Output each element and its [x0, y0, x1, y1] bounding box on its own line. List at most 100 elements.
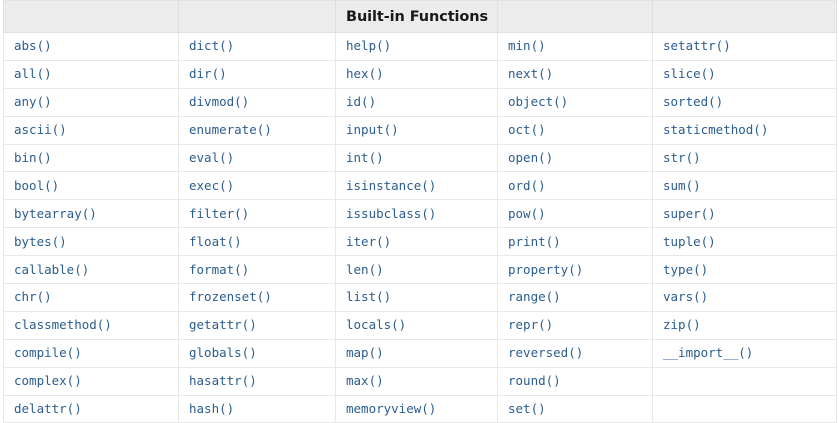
builtin-function-link[interactable]: set()	[508, 401, 546, 417]
builtin-function-link[interactable]: tuple()	[663, 233, 716, 249]
builtin-function-link[interactable]: object()	[508, 94, 569, 110]
builtin-function-link[interactable]: getattr()	[189, 317, 257, 333]
table-cell: globals()	[178, 338, 336, 368]
builtin-function-link[interactable]: filter()	[189, 205, 250, 221]
table-cell: round()	[497, 366, 653, 396]
builtin-function-link[interactable]: all()	[14, 66, 52, 82]
builtin-function-link[interactable]: chr()	[14, 289, 52, 305]
builtin-function-link[interactable]: eval()	[189, 150, 235, 165]
builtin-function-link[interactable]: hex()	[346, 66, 384, 82]
table-cell: enumerate()	[178, 115, 336, 145]
builtin-function-link[interactable]: ascii()	[14, 122, 67, 138]
table-row: classmethod() getattr() locals() repr() zip(…	[3, 310, 837, 340]
builtin-function-link[interactable]: input()	[346, 122, 399, 138]
table-row: abs() dict() help() min() setattr()	[3, 32, 837, 61]
builtin-function-link[interactable]: repr()	[508, 317, 554, 333]
builtin-function-link[interactable]: dir()	[189, 66, 227, 82]
builtin-function-link[interactable]: type()	[663, 261, 709, 277]
builtin-function-link[interactable]: staticmethod()	[663, 122, 769, 138]
table-cell: hasattr()	[178, 366, 336, 396]
builtin-function-link[interactable]: abs()	[14, 38, 52, 54]
table-cell: setattr()	[652, 32, 837, 61]
table-title: Built-in Functions	[335, 0, 498, 33]
table-cell: memoryview()	[335, 394, 498, 423]
builtin-function-link[interactable]: list()	[346, 289, 392, 305]
builtin-function-link[interactable]: any()	[14, 94, 52, 110]
builtin-function-link[interactable]: locals()	[346, 317, 407, 333]
table-cell: all()	[3, 59, 179, 89]
table-cell: bytearray()	[3, 199, 179, 229]
builtin-function-link[interactable]: iter()	[346, 233, 392, 249]
builtin-function-link[interactable]: reversed()	[508, 345, 584, 361]
table-cell: complex()	[3, 366, 179, 396]
builtin-function-link[interactable]: ord()	[508, 177, 546, 193]
builtin-function-link[interactable]: hash()	[189, 401, 235, 417]
builtin-function-link[interactable]: help()	[346, 38, 392, 54]
builtin-function-link[interactable]: __import__()	[663, 345, 754, 361]
builtin-function-link[interactable]: delattr()	[14, 401, 82, 417]
builtin-function-link[interactable]: id()	[346, 94, 377, 110]
builtin-function-link[interactable]: super()	[663, 205, 716, 221]
builtin-function-link[interactable]: callable()	[14, 261, 90, 277]
table-row: bool() exec() isinstance() ord() sum()	[3, 171, 837, 201]
table-cell: len()	[335, 255, 498, 285]
table-cell: divmod()	[178, 87, 336, 117]
table-cell: print()	[497, 227, 653, 257]
builtin-function-link[interactable]: max()	[346, 373, 384, 389]
builtin-function-link[interactable]: enumerate()	[189, 122, 272, 138]
builtin-function-link[interactable]: slice()	[663, 66, 716, 82]
table-cell: tuple()	[652, 227, 837, 257]
builtin-function-link[interactable]: hasattr()	[189, 373, 257, 389]
table-body: abs() dict() help() min() setattr() all() dir(…	[3, 32, 837, 423]
table-cell: iter()	[335, 227, 498, 257]
builtin-function-link[interactable]: isinstance()	[346, 177, 437, 193]
builtin-function-link[interactable]: round()	[508, 373, 561, 389]
builtin-function-link[interactable]: bytes()	[14, 233, 67, 249]
builtin-function-link[interactable]: oct()	[508, 122, 546, 138]
builtin-function-link[interactable]: vars()	[663, 289, 709, 305]
builtin-function-link[interactable]: bool()	[14, 177, 60, 193]
table-cell-empty	[652, 394, 837, 423]
builtin-function-link[interactable]: zip()	[663, 317, 701, 333]
builtin-function-link[interactable]: map()	[346, 345, 384, 361]
table-cell: id()	[335, 87, 498, 117]
builtin-function-link[interactable]: int()	[346, 150, 384, 165]
table-cell: vars()	[652, 283, 837, 312]
builtin-function-link[interactable]: dict()	[189, 38, 235, 54]
table-cell: range()	[497, 283, 653, 312]
builtin-function-link[interactable]: issubclass()	[346, 205, 437, 221]
table-cell: exec()	[178, 171, 336, 201]
builtin-function-link[interactable]: str()	[663, 150, 701, 165]
builtin-function-link[interactable]: classmethod()	[14, 317, 112, 333]
builtin-function-link[interactable]: bin()	[14, 150, 52, 165]
table-cell: filter()	[178, 199, 336, 229]
builtin-function-link[interactable]: format()	[189, 261, 250, 277]
builtin-function-link[interactable]: next()	[508, 66, 554, 82]
builtin-function-link[interactable]: globals()	[189, 345, 257, 361]
builtin-function-link[interactable]: memoryview()	[346, 401, 437, 417]
builtin-function-link[interactable]: print()	[508, 233, 561, 249]
builtin-function-link[interactable]: min()	[508, 38, 546, 54]
table-cell: pow()	[497, 199, 653, 229]
builtin-function-link[interactable]: float()	[189, 233, 242, 249]
builtin-function-link[interactable]: property()	[508, 261, 584, 277]
builtin-function-link[interactable]: open()	[508, 150, 554, 165]
builtin-function-link[interactable]: sorted()	[663, 94, 724, 110]
builtin-function-link[interactable]: len()	[346, 261, 384, 277]
builtin-function-link[interactable]: complex()	[14, 373, 82, 389]
builtin-function-link[interactable]: pow()	[508, 205, 546, 221]
builtin-function-link[interactable]: frozenset()	[189, 289, 272, 305]
builtin-function-link[interactable]: setattr()	[663, 38, 731, 54]
table-row: compile() globals() map() reversed() __impor…	[3, 338, 837, 368]
builtin-function-link[interactable]: sum()	[663, 177, 701, 193]
table-cell: zip()	[652, 310, 837, 340]
table-row: bytearray() filter() issubclass() pow() supe…	[3, 199, 837, 229]
builtin-function-link[interactable]: range()	[508, 289, 561, 305]
table-cell: __import__()	[652, 338, 837, 368]
builtin-function-link[interactable]: bytearray()	[14, 205, 97, 221]
table-header: Built-in Functions	[3, 0, 837, 33]
builtin-function-link[interactable]: exec()	[189, 177, 235, 193]
builtin-function-link[interactable]: compile()	[14, 345, 82, 361]
builtin-function-link[interactable]: divmod()	[189, 94, 250, 110]
table-cell: staticmethod()	[652, 115, 837, 145]
